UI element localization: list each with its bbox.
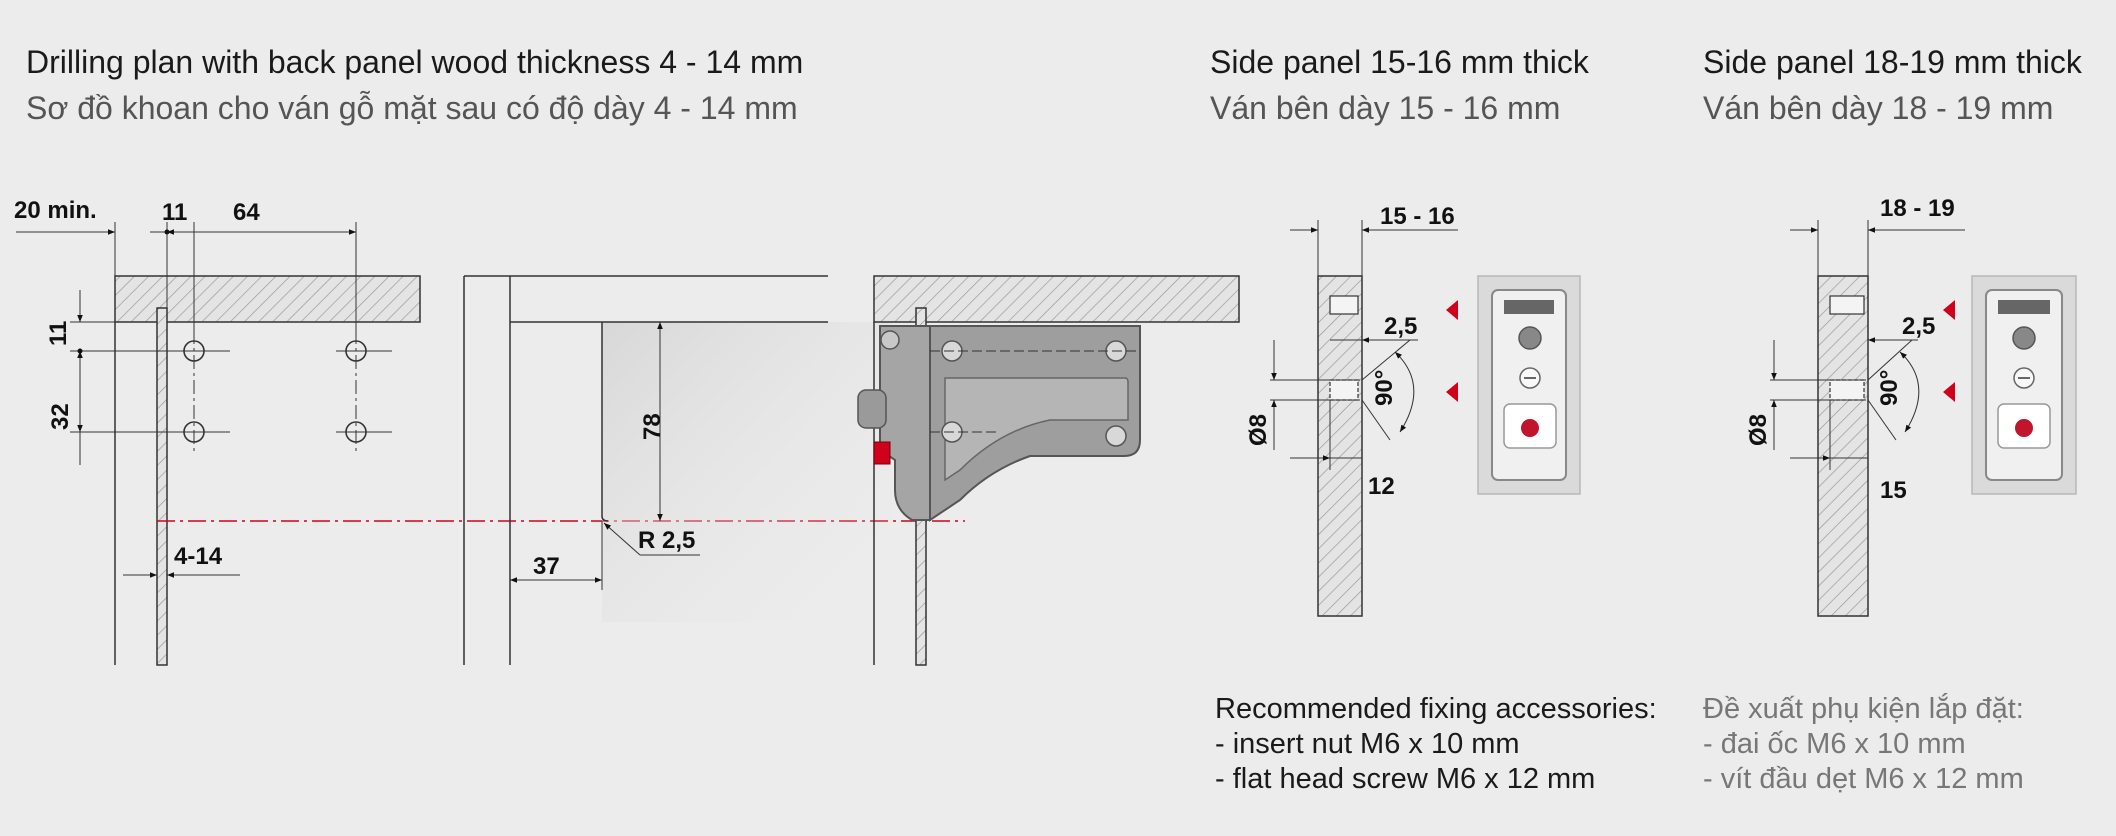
side-panel-15-view: 15 - 16 2,5 90° Ø8 12 bbox=[1245, 203, 1581, 617]
dim-32: 32 bbox=[47, 403, 74, 430]
marker-triangle-top-18 bbox=[1943, 300, 1955, 320]
dim-64: 64 bbox=[233, 199, 260, 226]
dim-90-a: 90° bbox=[1371, 370, 1398, 406]
dim-15-16: 15 - 16 bbox=[1380, 203, 1455, 230]
side-panel-18-view: 18 - 19 2,5 90° Ø8 15 bbox=[1745, 195, 2077, 617]
dim-11-side: 11 bbox=[45, 321, 72, 346]
dim-12: 12 bbox=[1368, 473, 1395, 500]
assembly-view bbox=[857, 275, 1240, 666]
notes-en-item-2: - flat head screw M6 x 12 mm bbox=[1215, 763, 1596, 795]
adjuster-knob bbox=[857, 389, 887, 429]
dim-4-14: 4-14 bbox=[174, 543, 223, 570]
notes-vi-item-2: - vít đầu dẹt M6 x 12 mm bbox=[1703, 763, 2024, 795]
side-panel-15-photo bbox=[1477, 275, 1581, 495]
side-panel-15-subtitle: Ván bên dày 15 - 16 mm bbox=[1210, 90, 1561, 126]
dim-2-5-a: 2,5 bbox=[1384, 313, 1417, 340]
marker-triangle-top bbox=[1446, 300, 1458, 320]
dim-2-5-b: 2,5 bbox=[1902, 313, 1935, 340]
dim-11-top: 11 bbox=[162, 199, 187, 226]
section-view: 78 R 2,5 37 bbox=[463, 275, 892, 665]
drilling-plan-title: Drilling plan with back panel wood thick… bbox=[26, 44, 804, 80]
marker-triangle-bottom bbox=[1446, 382, 1458, 402]
dim-20-min: 20 min. bbox=[14, 197, 97, 224]
dim-r-2-5: R 2,5 bbox=[638, 527, 695, 554]
side-panel-18-title: Side panel 18-19 mm thick bbox=[1703, 44, 2082, 80]
dim-37: 37 bbox=[533, 553, 560, 580]
drilling-plan-subtitle: Sơ đồ khoan cho ván gỗ mặt sau có độ dày… bbox=[26, 90, 798, 126]
notes-en-item-1: - insert nut M6 x 10 mm bbox=[1215, 728, 1520, 760]
drilling-plan-view: 20 min. 11 64 11 32 4-14 bbox=[14, 197, 421, 666]
notes-vi-heading: Đề xuất phụ kiện lắp đặt: bbox=[1703, 693, 2024, 725]
notes-vi-item-1: - đai ốc M6 x 10 mm bbox=[1703, 728, 1966, 760]
notes-en-heading: Recommended fixing accessories: bbox=[1215, 693, 1657, 725]
dim-15: 15 bbox=[1880, 477, 1907, 504]
marker-triangle-bottom-18 bbox=[1943, 382, 1955, 402]
red-adjuster bbox=[873, 441, 891, 465]
dim-8-a: Ø8 bbox=[1245, 414, 1272, 446]
dim-18-19: 18 - 19 bbox=[1880, 195, 1955, 222]
dim-8-b: Ø8 bbox=[1745, 414, 1772, 446]
side-panel-18-subtitle: Ván bên dày 18 - 19 mm bbox=[1703, 90, 2054, 126]
side-panel-15-title: Side panel 15-16 mm thick bbox=[1210, 44, 1589, 80]
side-panel-18-photo bbox=[1971, 275, 2077, 495]
bracket-clip bbox=[879, 325, 931, 521]
dim-78: 78 bbox=[639, 413, 666, 440]
dim-90-b: 90° bbox=[1876, 370, 1903, 406]
